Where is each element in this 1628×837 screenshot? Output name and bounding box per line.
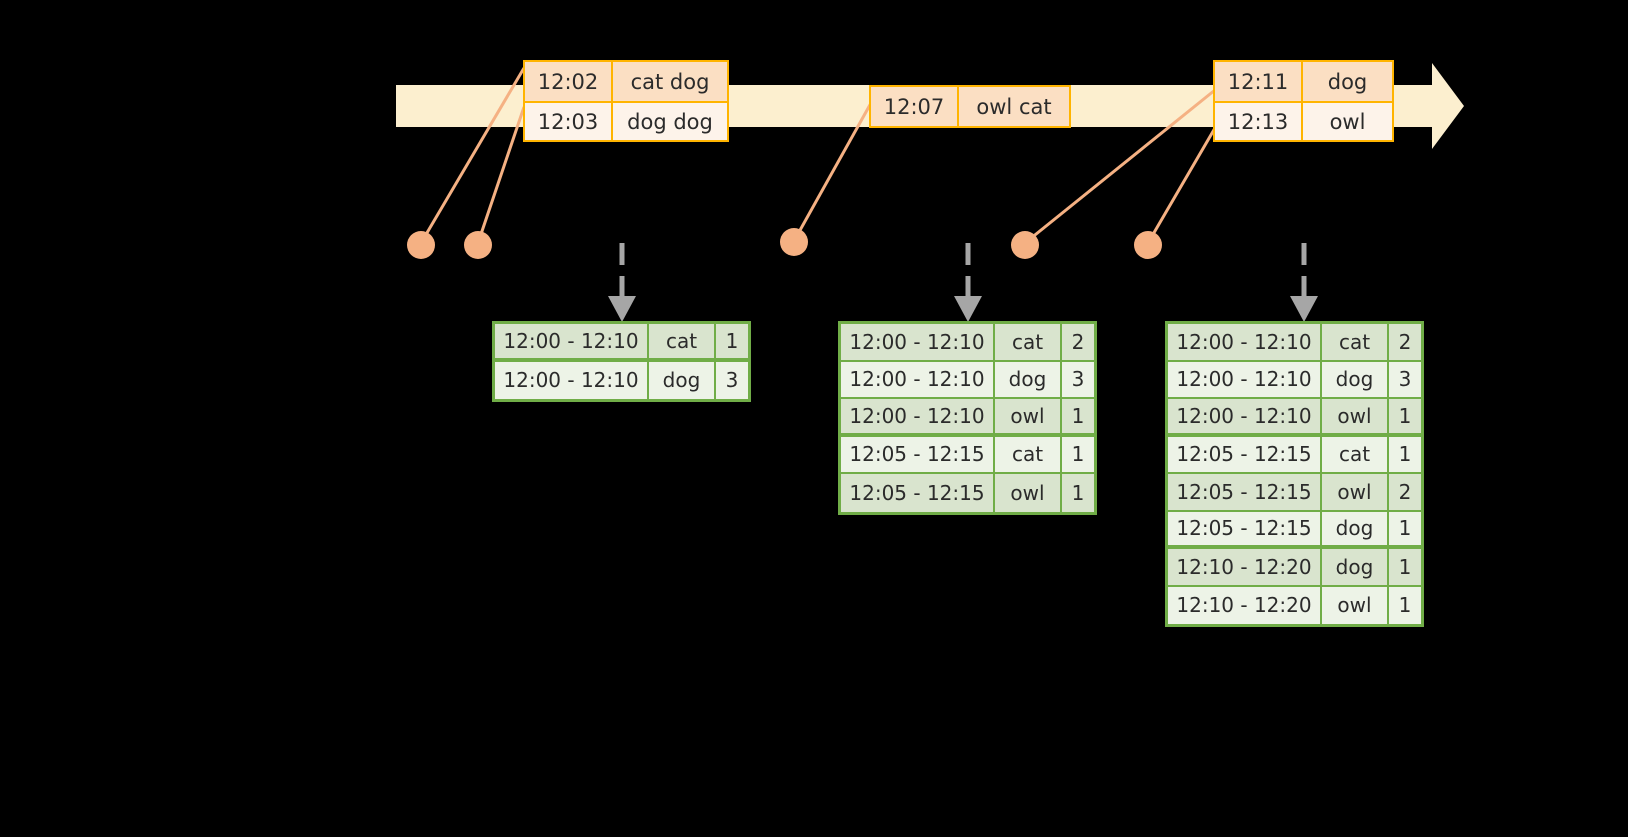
- event-group-3: 12:11 dog 12:13 owl: [1213, 60, 1394, 142]
- window-cell: 12:05 - 12:15: [841, 474, 993, 512]
- word-cell: cat: [993, 324, 1060, 360]
- word-cell: dog: [647, 361, 714, 399]
- table-row: 12:00 - 12:10 owl 1: [1168, 399, 1421, 437]
- word-cell: owl: [993, 399, 1060, 433]
- window-cell: 12:00 - 12:10: [841, 399, 993, 433]
- result-table-3: 12:00 - 12:10 cat 2 12:00 - 12:10 dog 3 …: [1165, 321, 1424, 627]
- word-cell: dog: [993, 361, 1060, 397]
- event-dot-4: [1011, 231, 1039, 259]
- event-row: 12:02 cat dog: [525, 62, 727, 101]
- table-row: 12:00 - 12:10 dog 3: [1168, 361, 1421, 399]
- window-cell: 12:00 - 12:10: [841, 324, 993, 360]
- count-cell: 1: [1387, 511, 1421, 545]
- window-cell: 12:00 - 12:10: [495, 361, 647, 399]
- event-row: 12:03 dog dog: [525, 101, 727, 140]
- event-time: 12:07: [871, 87, 957, 126]
- event-time: 12:03: [525, 103, 611, 140]
- window-cell: 12:00 - 12:10: [841, 361, 993, 397]
- event-group-2: 12:07 owl cat: [869, 85, 1071, 128]
- word-cell: cat: [993, 436, 1060, 472]
- window-cell: 12:00 - 12:10: [1168, 361, 1320, 397]
- dashed-arrow-1: [608, 243, 636, 322]
- table-row: 12:00 - 12:10 dog 3: [495, 361, 748, 399]
- count-cell: 1: [1060, 399, 1094, 433]
- connector-line-5: [1146, 127, 1217, 244]
- event-words: cat dog: [611, 62, 727, 101]
- window-cell: 12:05 - 12:15: [1168, 474, 1320, 510]
- table-row: 12:10 - 12:20 owl 1: [1168, 586, 1421, 624]
- word-cell: cat: [647, 324, 714, 358]
- table-row: 12:00 - 12:10 owl 1: [841, 399, 1094, 437]
- count-cell: 3: [1387, 361, 1421, 397]
- count-cell: 3: [714, 361, 748, 399]
- window-cell: 12:00 - 12:10: [1168, 399, 1320, 433]
- event-dot-1: [407, 231, 435, 259]
- count-cell: 1: [1060, 474, 1094, 512]
- result-table-2: 12:00 - 12:10 cat 2 12:00 - 12:10 dog 3 …: [838, 321, 1097, 515]
- event-time: 12:02: [525, 62, 611, 101]
- dashed-arrows: [608, 243, 1318, 322]
- table-row: 12:00 - 12:10 cat 1: [495, 324, 748, 362]
- table-row: 12:05 - 12:15 cat 1: [841, 436, 1094, 474]
- count-cell: 1: [1387, 399, 1421, 433]
- window-cell: 12:10 - 12:20: [1168, 549, 1320, 585]
- window-cell: 12:05 - 12:15: [841, 436, 993, 472]
- word-cell: dog: [1320, 549, 1387, 585]
- window-cell: 12:05 - 12:15: [1168, 436, 1320, 472]
- word-cell: cat: [1320, 324, 1387, 360]
- dashed-arrow-3: [1290, 243, 1318, 322]
- count-cell: 3: [1060, 361, 1094, 397]
- word-cell: owl: [1320, 474, 1387, 510]
- word-cell: cat: [1320, 436, 1387, 472]
- word-cell: dog: [1320, 361, 1387, 397]
- count-cell: 1: [1060, 436, 1094, 472]
- event-words: dog: [1301, 62, 1392, 101]
- word-cell: owl: [1320, 586, 1387, 624]
- connector-line-1: [419, 67, 526, 244]
- word-cell: owl: [1320, 399, 1387, 433]
- count-cell: 2: [1387, 474, 1421, 510]
- event-dots: [407, 228, 1162, 259]
- count-cell: 1: [1387, 549, 1421, 585]
- window-cell: 12:00 - 12:10: [1168, 324, 1320, 360]
- event-words: dog dog: [611, 103, 727, 140]
- result-table-1: 12:00 - 12:10 cat 1 12:00 - 12:10 dog 3: [492, 321, 751, 402]
- table-row: 12:05 - 12:15 owl 2: [1168, 474, 1421, 512]
- table-row: 12:00 - 12:10 cat 2: [1168, 324, 1421, 362]
- table-row: 12:05 - 12:15 dog 1: [1168, 511, 1421, 549]
- word-cell: dog: [1320, 511, 1387, 545]
- event-row: 12:13 owl: [1215, 101, 1392, 140]
- word-cell: owl: [993, 474, 1060, 512]
- table-row: 12:05 - 12:15 owl 1: [841, 474, 1094, 512]
- event-time: 12:11: [1215, 62, 1301, 101]
- table-row: 12:05 - 12:15 cat 1: [1168, 436, 1421, 474]
- event-row: 12:07 owl cat: [871, 87, 1069, 126]
- count-cell: 1: [1387, 436, 1421, 472]
- window-cell: 12:05 - 12:15: [1168, 511, 1320, 545]
- event-row: 12:11 dog: [1215, 62, 1392, 101]
- table-row: 12:00 - 12:10 cat 2: [841, 324, 1094, 362]
- window-cell: 12:10 - 12:20: [1168, 586, 1320, 624]
- dashed-arrow-2: [954, 243, 982, 322]
- event-dot-3: [780, 228, 808, 256]
- count-cell: 1: [714, 324, 748, 358]
- event-time: 12:13: [1215, 103, 1301, 140]
- event-dot-2: [464, 231, 492, 259]
- connector-line-2: [476, 106, 526, 244]
- count-cell: 2: [1060, 324, 1094, 360]
- event-words: owl cat: [957, 87, 1069, 126]
- count-cell: 2: [1387, 324, 1421, 360]
- connector-line-3: [792, 102, 873, 242]
- window-cell: 12:00 - 12:10: [495, 324, 647, 358]
- event-words: owl: [1301, 103, 1392, 140]
- count-cell: 1: [1387, 586, 1421, 624]
- table-row: 12:00 - 12:10 dog 3: [841, 361, 1094, 399]
- event-group-1: 12:02 cat dog 12:03 dog dog: [523, 60, 729, 142]
- event-dot-5: [1134, 231, 1162, 259]
- table-row: 12:10 - 12:20 dog 1: [1168, 549, 1421, 587]
